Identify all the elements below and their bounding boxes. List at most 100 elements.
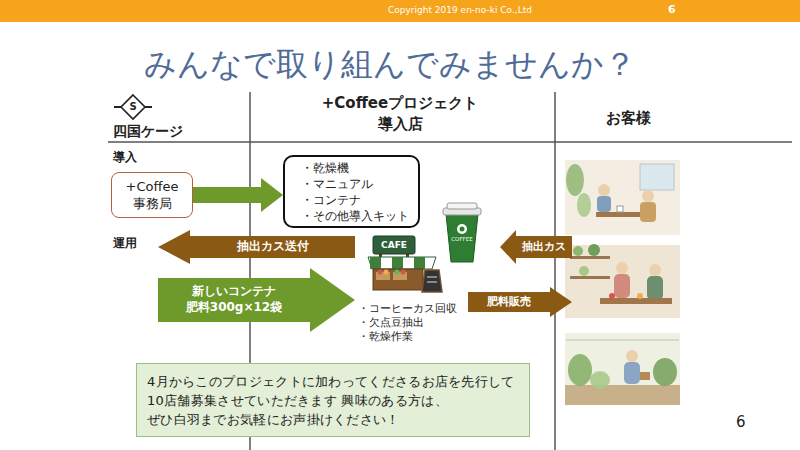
counter	[600, 298, 672, 304]
cafe-illustration	[368, 236, 442, 292]
arrow-label: 抽出カス送付	[237, 239, 309, 255]
awning	[368, 257, 436, 269]
kit-list-box: ・乾燥機・マニュアル・コンテナ・その他導入キット	[283, 155, 420, 228]
coffee-cup-illustration	[443, 203, 481, 262]
header-divider	[108, 141, 792, 143]
box-text: +Coffee 事務局	[116, 178, 188, 212]
awning-stripe	[370, 257, 381, 269]
task-item: ・コーヒーカス回収	[358, 302, 457, 316]
goods	[637, 293, 643, 299]
fruit	[401, 270, 406, 275]
goods	[609, 293, 615, 299]
arrow-label: 抽出カス	[522, 240, 566, 254]
arrow-text-area: 抽出カス	[516, 230, 572, 264]
arrow-fill	[500, 230, 572, 264]
logo-diamond	[121, 95, 145, 119]
header-band: Copyright 2019 en-no-ki Co.,Ltd 6	[0, 0, 800, 22]
awning-stripe	[414, 257, 425, 269]
task-item: ・欠点豆抽出	[358, 316, 424, 330]
arrow-fill	[468, 287, 572, 317]
chalk-line	[427, 277, 437, 278]
cup-logo	[457, 224, 467, 234]
arrow-label: 肥料販売	[487, 295, 531, 309]
fruit	[384, 270, 389, 275]
person-body	[647, 276, 663, 300]
arrow-fill	[158, 230, 355, 264]
chalkboard	[422, 270, 442, 292]
table	[596, 212, 646, 217]
potted-plant	[579, 266, 589, 276]
potted-plant	[573, 246, 583, 256]
basket	[640, 372, 650, 380]
list-item: ・マニュアル	[301, 176, 373, 192]
scene-ground	[565, 245, 680, 318]
person-head	[649, 264, 661, 276]
cafe-sign	[373, 236, 415, 254]
list-item: ・乾燥機	[301, 160, 349, 176]
fruit	[378, 270, 383, 275]
logo-letter: S	[127, 100, 139, 114]
potted-plant	[588, 244, 600, 256]
person-head	[616, 262, 628, 274]
person-head	[642, 190, 654, 202]
fence	[566, 339, 679, 341]
arrow-label: 新しいコンテナ 肥料300g×12袋	[174, 284, 294, 315]
column-divider	[554, 92, 556, 450]
customer-cafe-scene	[565, 160, 680, 235]
list-item: ・その他導入キット	[301, 208, 409, 224]
person-body	[614, 274, 630, 298]
shrub	[568, 354, 592, 386]
customer-garden-scene	[565, 333, 680, 405]
awning-stripe	[392, 257, 403, 269]
arrow-text-area: 抽出カス送付	[190, 230, 355, 264]
plant	[577, 193, 591, 217]
fat-arrow-connector	[193, 178, 283, 212]
flow-arrow: 抽出カス送付	[158, 230, 355, 264]
arrow-text-area: 肥料販売	[468, 287, 550, 317]
shrub	[653, 358, 677, 386]
soil	[565, 385, 680, 405]
scene-ground	[565, 160, 680, 235]
shelf	[570, 256, 610, 259]
column-header: 四国ケージ	[113, 122, 183, 140]
person-body	[640, 202, 656, 222]
scene-ground	[565, 333, 680, 405]
notice-box: 4月からこのプロジェクトに加わってくださるお店を先行して 10店舗募集させていた…	[136, 363, 530, 437]
flow-arrow: 肥料販売	[468, 287, 572, 317]
customer-shop-scene	[565, 244, 680, 318]
fruit	[395, 270, 400, 275]
chalk-line	[427, 282, 437, 283]
flow-arrow: 抽出カス	[500, 230, 572, 264]
shelf	[570, 276, 610, 279]
sign-text: CAFE	[373, 239, 415, 251]
cup-logo-bean	[460, 227, 465, 232]
person-body	[624, 362, 640, 384]
slide-title: みんなで取り組んでみませんか？	[0, 44, 780, 84]
copyright-text: Copyright 2019 en-no-ki Co.,Ltd	[388, 5, 532, 15]
arrow-text-area: 新しいコンテナ 肥料300g×12袋	[158, 268, 310, 332]
row-label: 運用	[113, 236, 137, 251]
cup-body	[446, 214, 478, 262]
counter	[373, 269, 423, 290]
plant	[566, 164, 584, 196]
window	[640, 164, 674, 190]
column-header: お客様	[606, 108, 651, 128]
page-number: 6	[668, 3, 676, 16]
person-head	[598, 184, 610, 196]
page-number: 6	[736, 412, 746, 432]
shrub	[590, 371, 610, 389]
cup-text: COFFEE	[448, 236, 476, 243]
cup-lid-top	[447, 203, 477, 209]
person-body	[597, 196, 611, 212]
box-text: 4月からこのプロジェクトに加わってくださるお店を先行して 10店舗募集させていた…	[147, 372, 519, 429]
office-box: +Coffee 事務局	[111, 172, 193, 218]
task-item: ・乾燥作業	[358, 330, 413, 344]
flow-arrow: 新しいコンテナ 肥料300g×12袋	[158, 268, 355, 332]
row-label: 導入	[113, 150, 137, 165]
list-item: ・コンテナ	[301, 192, 361, 208]
cup	[617, 206, 623, 212]
person-head	[626, 350, 638, 362]
arrow-fill	[158, 268, 355, 332]
column-header: +Coffeeプロジェクト 導入店	[300, 93, 500, 135]
